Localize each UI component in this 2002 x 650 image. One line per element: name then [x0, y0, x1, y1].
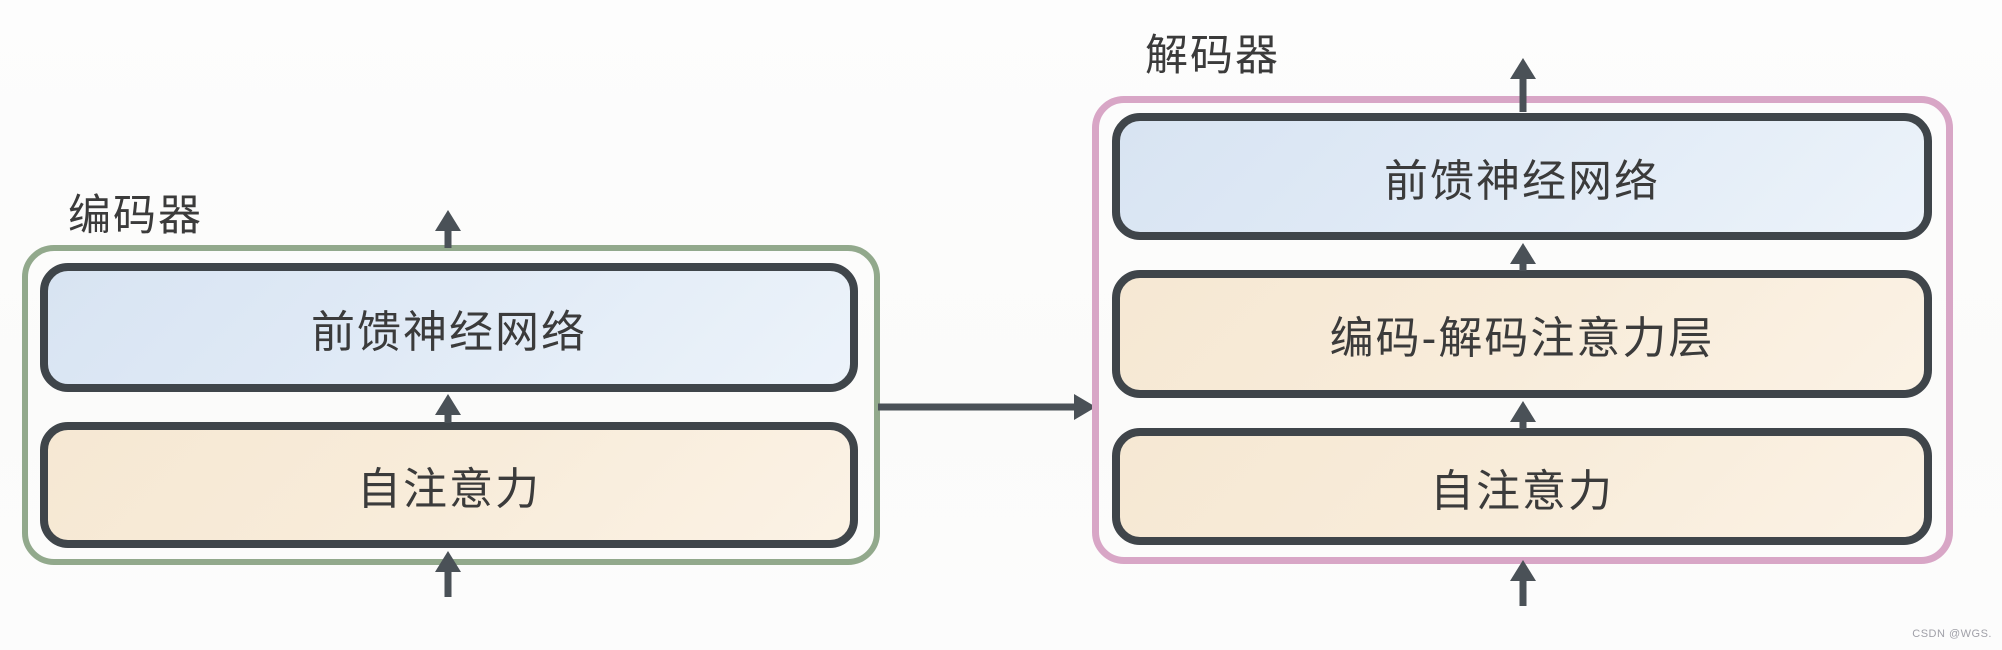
arrowhead-right-icon [1074, 394, 1096, 420]
decoder-input-arrow-icon [1509, 560, 1537, 606]
decoder-feed-forward-label: 前馈神经网络 [1384, 156, 1660, 206]
decoder-output-arrow-icon [1509, 58, 1537, 112]
encoder-label: 编码器 [68, 192, 203, 240]
arrowhead-up-icon [1510, 401, 1536, 422]
arrow-shaft [878, 403, 1081, 411]
watermark-text: CSDN @WGS. [1912, 628, 1992, 640]
arrow-shaft [1519, 73, 1527, 112]
encoder-output-arrow-icon [434, 210, 462, 248]
arrowhead-up-icon [1510, 243, 1536, 264]
decoder-label: 解码器 [1145, 32, 1280, 80]
arrowhead-up-icon [435, 210, 461, 231]
encoder-feed-forward-label: 前馈神经网络 [311, 307, 587, 357]
decoder-self-attention-label: 自注意力 [1430, 466, 1614, 516]
arrow-shaft [1519, 258, 1527, 271]
decoder-internal-arrow-upper-icon [1509, 243, 1537, 271]
decoder-self-attention-box: 自注意力 [1112, 428, 1932, 545]
decoder-encoder-decoder-attention-label: 编码-解码注意力层 [1329, 314, 1715, 363]
arrow-shaft [444, 566, 452, 597]
decoder-feed-forward-box: 前馈神经网络 [1112, 113, 1932, 240]
arrow-shaft [444, 409, 452, 423]
arrow-shaft [1519, 416, 1527, 429]
arrowhead-up-icon [435, 394, 461, 415]
decoder-encoder-decoder-attention-box: 编码-解码注意力层 [1112, 270, 1932, 398]
encoder-input-arrow-icon [434, 551, 462, 597]
arrow-shaft [1519, 575, 1527, 606]
encoder-to-decoder-arrow-icon [878, 393, 1096, 421]
arrowhead-up-icon [1510, 58, 1536, 79]
decoder-internal-arrow-lower-icon [1509, 401, 1537, 429]
arrow-shaft [444, 225, 452, 248]
arrowhead-up-icon [435, 551, 461, 572]
arrowhead-up-icon [1510, 560, 1536, 581]
encoder-feed-forward-box: 前馈神经网络 [40, 263, 858, 392]
encoder-self-attention-label: 自注意力 [357, 465, 541, 514]
encoder-internal-arrow-icon [434, 394, 462, 423]
encoder-self-attention-box: 自注意力 [40, 422, 858, 548]
